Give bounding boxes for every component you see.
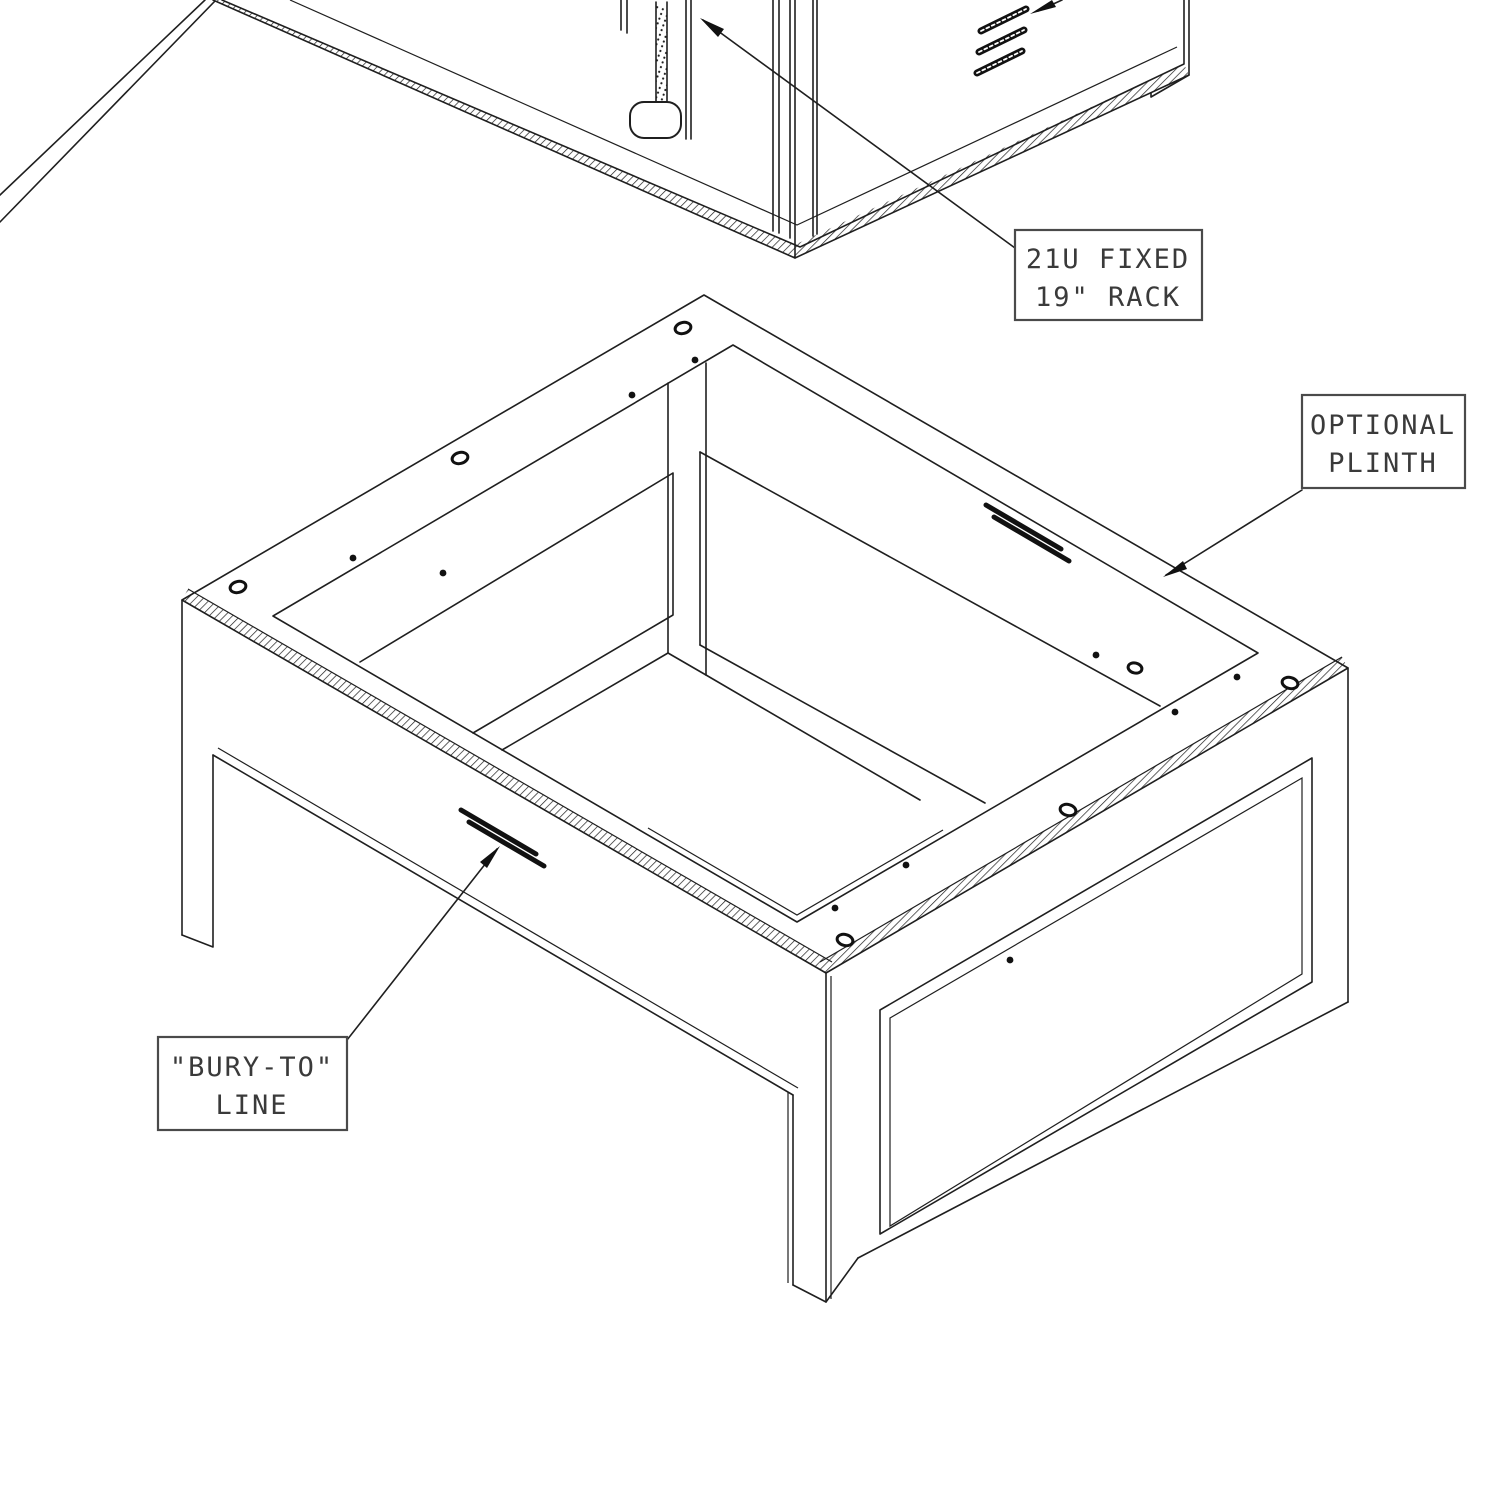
plinth-left-face	[181, 599, 859, 1303]
inner-wall-window-left	[359, 472, 674, 734]
louver-pointer	[1030, 0, 1063, 14]
inner-corner-post	[667, 362, 707, 676]
arrowhead-icon	[480, 846, 500, 868]
leader-line	[1165, 489, 1303, 576]
plinth-gasket-hatch-band	[182, 588, 1348, 973]
grommet-hole	[228, 579, 248, 595]
callout-21u-rack: 21U FIXED 19" RACK	[700, 18, 1204, 322]
pilot-hole	[349, 554, 357, 562]
arrowhead-icon	[1163, 561, 1187, 577]
inner-wall-window-right	[699, 451, 1161, 804]
front-flange-lip	[647, 827, 944, 916]
leader-line	[702, 19, 1016, 249]
cabinet-open-door	[0, 0, 217, 223]
grommet-hole	[1126, 661, 1144, 675]
leader-line	[346, 848, 498, 1041]
callout-label: "BURY-TO"	[170, 1052, 334, 1083]
pilot-hole	[1092, 651, 1100, 659]
pilot-hole	[628, 391, 636, 399]
callout-box	[1013, 228, 1204, 322]
bury-to-mark-front	[458, 807, 547, 869]
plinth	[181, 294, 1349, 1303]
callout-optional-plinth: OPTIONAL PLINTH	[1163, 393, 1467, 577]
plinth-top-face	[181, 294, 1349, 974]
callout-bury-to-line: "BURY-TO" LINE	[156, 846, 500, 1132]
callout-box	[156, 1035, 349, 1132]
louver-vents	[973, 5, 1030, 77]
cabinet-side-panel	[973, 0, 1190, 98]
arrowhead-icon	[700, 18, 724, 37]
callout-label: OPTIONAL	[1310, 410, 1456, 441]
grommet-hole	[1280, 675, 1300, 691]
inner-wall-base-right	[705, 674, 921, 801]
inner-wall-base-left	[501, 652, 669, 751]
plinth-interior	[359, 362, 1161, 916]
bury-to-mark-top	[983, 502, 1072, 564]
grommet-hole	[673, 320, 693, 336]
plinth-right-face	[857, 667, 1349, 1259]
pilot-hole	[691, 356, 699, 364]
pilot-hole	[831, 904, 839, 912]
grommet-hole	[835, 932, 855, 948]
callout-label: 19" RACK	[1035, 282, 1181, 313]
pilot-hole	[902, 861, 910, 869]
rail-hole-strip	[656, 6, 667, 102]
pilot-hole	[439, 569, 447, 577]
pilot-hole	[1006, 956, 1014, 964]
grommet-hole	[450, 450, 470, 466]
grommet-hole	[1058, 802, 1078, 818]
callout-label: 21U FIXED	[1026, 244, 1190, 275]
arrowhead-icon	[1030, 0, 1056, 14]
rail-foot-bracket	[629, 101, 682, 139]
rack-cabinet	[0, 0, 1190, 259]
recessed-panel	[879, 757, 1313, 1235]
rack-rail	[629, 1, 682, 139]
callout-label: PLINTH	[1328, 448, 1438, 479]
cabinet-gasket-hatch-band	[212, 0, 1190, 259]
pilot-hole	[1171, 708, 1179, 716]
callout-box	[1300, 393, 1467, 490]
callout-label: LINE	[215, 1090, 288, 1121]
pilot-hole	[1233, 673, 1241, 681]
cabinet-frame-edges	[620, 0, 818, 259]
mounting-holes	[228, 320, 1300, 964]
